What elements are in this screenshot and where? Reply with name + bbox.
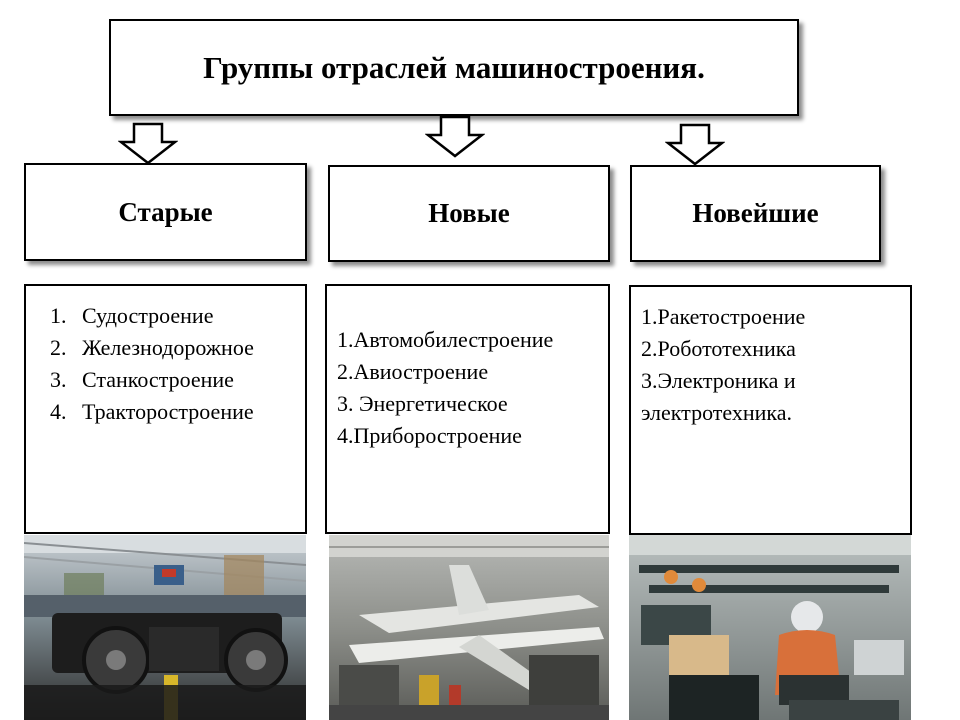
group-header-new: Новые <box>328 165 610 262</box>
arrow-down-old <box>118 122 178 165</box>
arrow-down-newest <box>665 123 725 166</box>
list-item: 3.Электроника и <box>641 368 796 393</box>
list-item: 2.Робототехника <box>641 336 796 361</box>
photo-aircraft-hangar <box>329 535 609 720</box>
list-item: электротехника. <box>641 400 793 425</box>
list-item: Железнодорожное <box>72 332 305 364</box>
list-item: 3. Энергетическое <box>337 391 508 416</box>
group-list-old: Судостроение Железнодорожное Станкострое… <box>24 284 307 534</box>
group-header-old: Старые <box>24 163 307 261</box>
list-item: 2.Авиостроение <box>337 359 489 384</box>
list-item: 1.Ракетостроение <box>641 304 806 329</box>
photo-electronics-assembly <box>629 535 911 720</box>
list-item: 4.Приборостроение <box>337 423 522 448</box>
photo-railway-workshop <box>24 535 306 720</box>
list-item: 1.Автомобилестроение <box>337 327 554 352</box>
list-item: Судостроение <box>72 300 305 332</box>
group-list-new: 1.Автомобилестроение 2.Авиостроение 3. Э… <box>325 284 610 534</box>
list-item: Станкостроение <box>72 364 305 396</box>
group-header-newest: Новейшие <box>630 165 881 262</box>
arrow-down-new <box>425 115 485 158</box>
list-item: Тракторостроение <box>72 396 305 428</box>
group-list-newest: 1.Ракетостроение 2.Робототехника 3.Элект… <box>629 285 912 535</box>
diagram-title: Группы отраслей машиностроения. <box>109 19 799 116</box>
